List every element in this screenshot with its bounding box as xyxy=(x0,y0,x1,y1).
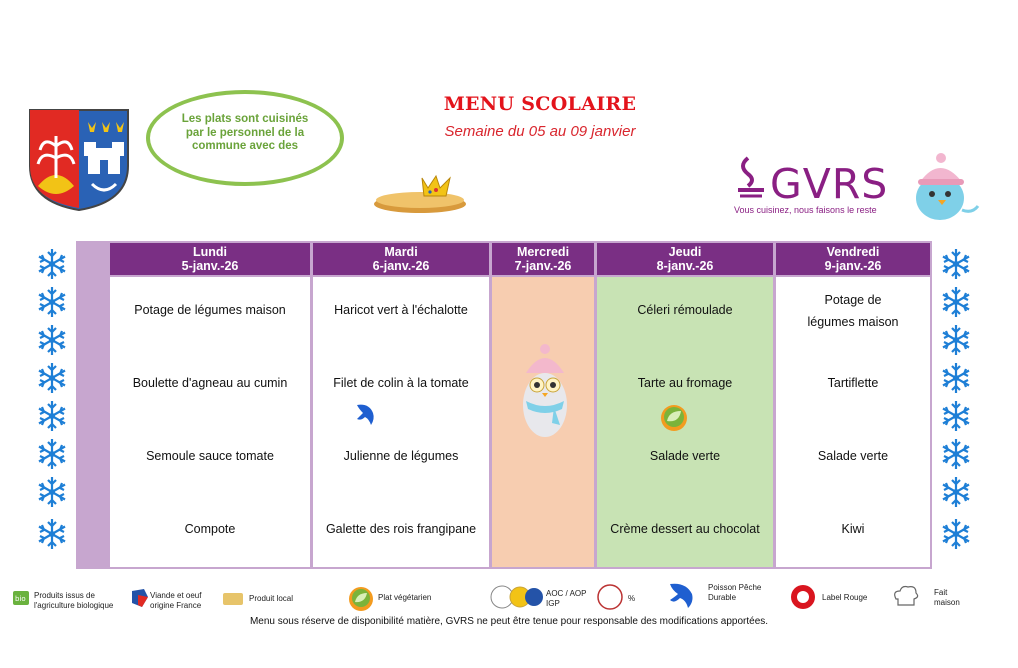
day-body: Haricot vert à l'échalotte Filet de coli… xyxy=(313,277,489,567)
day-name: Mercredi xyxy=(516,245,570,259)
bio-label-icon: bio xyxy=(13,591,29,605)
dish-dessert: Compote xyxy=(184,522,236,536)
town-crest-logo xyxy=(29,109,129,212)
dish-side: Semoule sauce tomate xyxy=(146,449,274,463)
day-date: 8-janv.-26 xyxy=(656,259,714,273)
dish-dessert: Kiwi xyxy=(841,522,865,536)
dish-main: Filet de colin à la tomate xyxy=(333,376,469,390)
local-product-icon xyxy=(223,593,243,605)
svg-text:bio: bio xyxy=(15,595,26,603)
day-date: 5-janv.-26 xyxy=(181,259,239,273)
percent-label-icon xyxy=(597,584,623,610)
snowflake-border-left xyxy=(37,247,67,551)
day-date: 6-janv.-26 xyxy=(372,259,430,273)
legend-label-rouge-text: Label Rouge xyxy=(822,593,868,602)
snowflake-border-right xyxy=(941,247,971,551)
day-header: Mercredi 7-janv.-26 xyxy=(492,243,594,275)
day-column-friday: Vendredi 9-janv.-26 Potage de légumes ma… xyxy=(776,243,930,567)
day-header: Vendredi 9-janv.-26 xyxy=(776,243,930,275)
day-body-closed xyxy=(492,277,594,567)
dish-side: Julienne de légumes xyxy=(343,449,459,463)
dish-side: Salade verte xyxy=(817,449,889,463)
dish-starter: Potage de légumes maison xyxy=(134,303,286,317)
day-date: 9-janv.-26 xyxy=(824,259,882,273)
dish-starter: Potage de légumes maison xyxy=(807,293,899,329)
day-column-monday: Lundi 5-janv.-26 Potage de légumes maiso… xyxy=(110,243,310,567)
owl-mascot-illustration xyxy=(523,344,567,437)
dish-dessert: Crème dessert au chocolat xyxy=(610,522,760,536)
legend-vege-text: Plat végétarien xyxy=(378,593,432,602)
gvrs-tagline: Vous cuisinez, nous faisons le reste xyxy=(734,205,877,215)
dish-starter: Céleri rémoulade xyxy=(637,303,733,317)
day-body: Potage de légumes maison Tartiflette Sal… xyxy=(776,277,930,567)
galette-crown-illustration xyxy=(374,174,466,213)
vegetarian-leaf-icon xyxy=(661,405,687,431)
day-body: Potage de légumes maison Boulette d'agne… xyxy=(110,277,310,567)
label-rouge-icon xyxy=(791,585,815,609)
dish-main: Tarte au fromage xyxy=(637,376,733,390)
dish-starter: Haricot vert à l'échalotte xyxy=(334,303,468,317)
day-date: 7-janv.-26 xyxy=(514,259,572,273)
dish-main: Boulette d'agneau au cumin xyxy=(132,376,288,390)
day-name: Jeudi xyxy=(668,245,702,259)
day-column-tuesday: Mardi 6-janv.-26 Haricot vert à l'échalo… xyxy=(313,243,489,567)
legend-pct-text: % xyxy=(628,594,636,603)
legend-aoc-text: AOC / AOP IGP xyxy=(546,589,587,608)
dish-main: Tartiflette xyxy=(827,376,879,390)
vegetarian-leaf-icon xyxy=(349,587,373,611)
dish-dessert: Galette des rois frangipane xyxy=(325,522,477,536)
day-name: Vendredi xyxy=(826,245,880,259)
day-header: Jeudi 8-janv.-26 xyxy=(597,243,773,275)
day-column-wednesday: Mercredi 7-janv.-26 xyxy=(492,243,594,567)
day-header: Lundi 5-janv.-26 xyxy=(110,243,310,275)
footer-disclaimer: Menu sous réserve de disponibilité matiè… xyxy=(249,616,769,627)
france-origin-icon xyxy=(132,589,148,607)
homemade-note-text: Les plats sont cuisinés par le personnel… xyxy=(181,113,309,152)
day-name: Lundi xyxy=(192,245,227,259)
legend-peche-text: Poisson Pêche Durable xyxy=(708,583,762,602)
gvrs-brand-name: GVRS xyxy=(770,160,889,208)
aoc-igp-icons xyxy=(490,585,543,609)
homemade-note-oval: Les plats sont cuisinés par le personnel… xyxy=(146,90,344,186)
week-subtitle: Semaine du 05 au 09 janvier xyxy=(444,123,636,140)
day-column-thursday: Jeudi 8-janv.-26 Céleri rémoulade Tarte … xyxy=(597,243,773,567)
gvrs-steam-icon xyxy=(738,156,764,198)
day-name: Mardi xyxy=(384,245,418,259)
legend-viande-text: Viande et oeuf origine France xyxy=(150,591,202,610)
sustainable-fish-icon xyxy=(357,404,374,425)
day-body-vegetarian: Céleri rémoulade Tarte au fromage Salade… xyxy=(597,277,773,567)
sustainable-fish-icon xyxy=(670,583,693,608)
day-header: Mardi 6-janv.-26 xyxy=(313,243,489,275)
bird-mascot-illustration xyxy=(916,153,980,220)
dish-side: Salade verte xyxy=(649,449,721,463)
legend-fait-text: Fait maison xyxy=(934,588,960,607)
legend-local-text: Produit local xyxy=(249,594,294,603)
legend-bio-text: Produits issus de l'agriculture biologiq… xyxy=(34,591,114,610)
menu-title: MENU SCOLAIRE xyxy=(443,93,637,115)
homemade-chef-hat-icon xyxy=(894,585,919,606)
